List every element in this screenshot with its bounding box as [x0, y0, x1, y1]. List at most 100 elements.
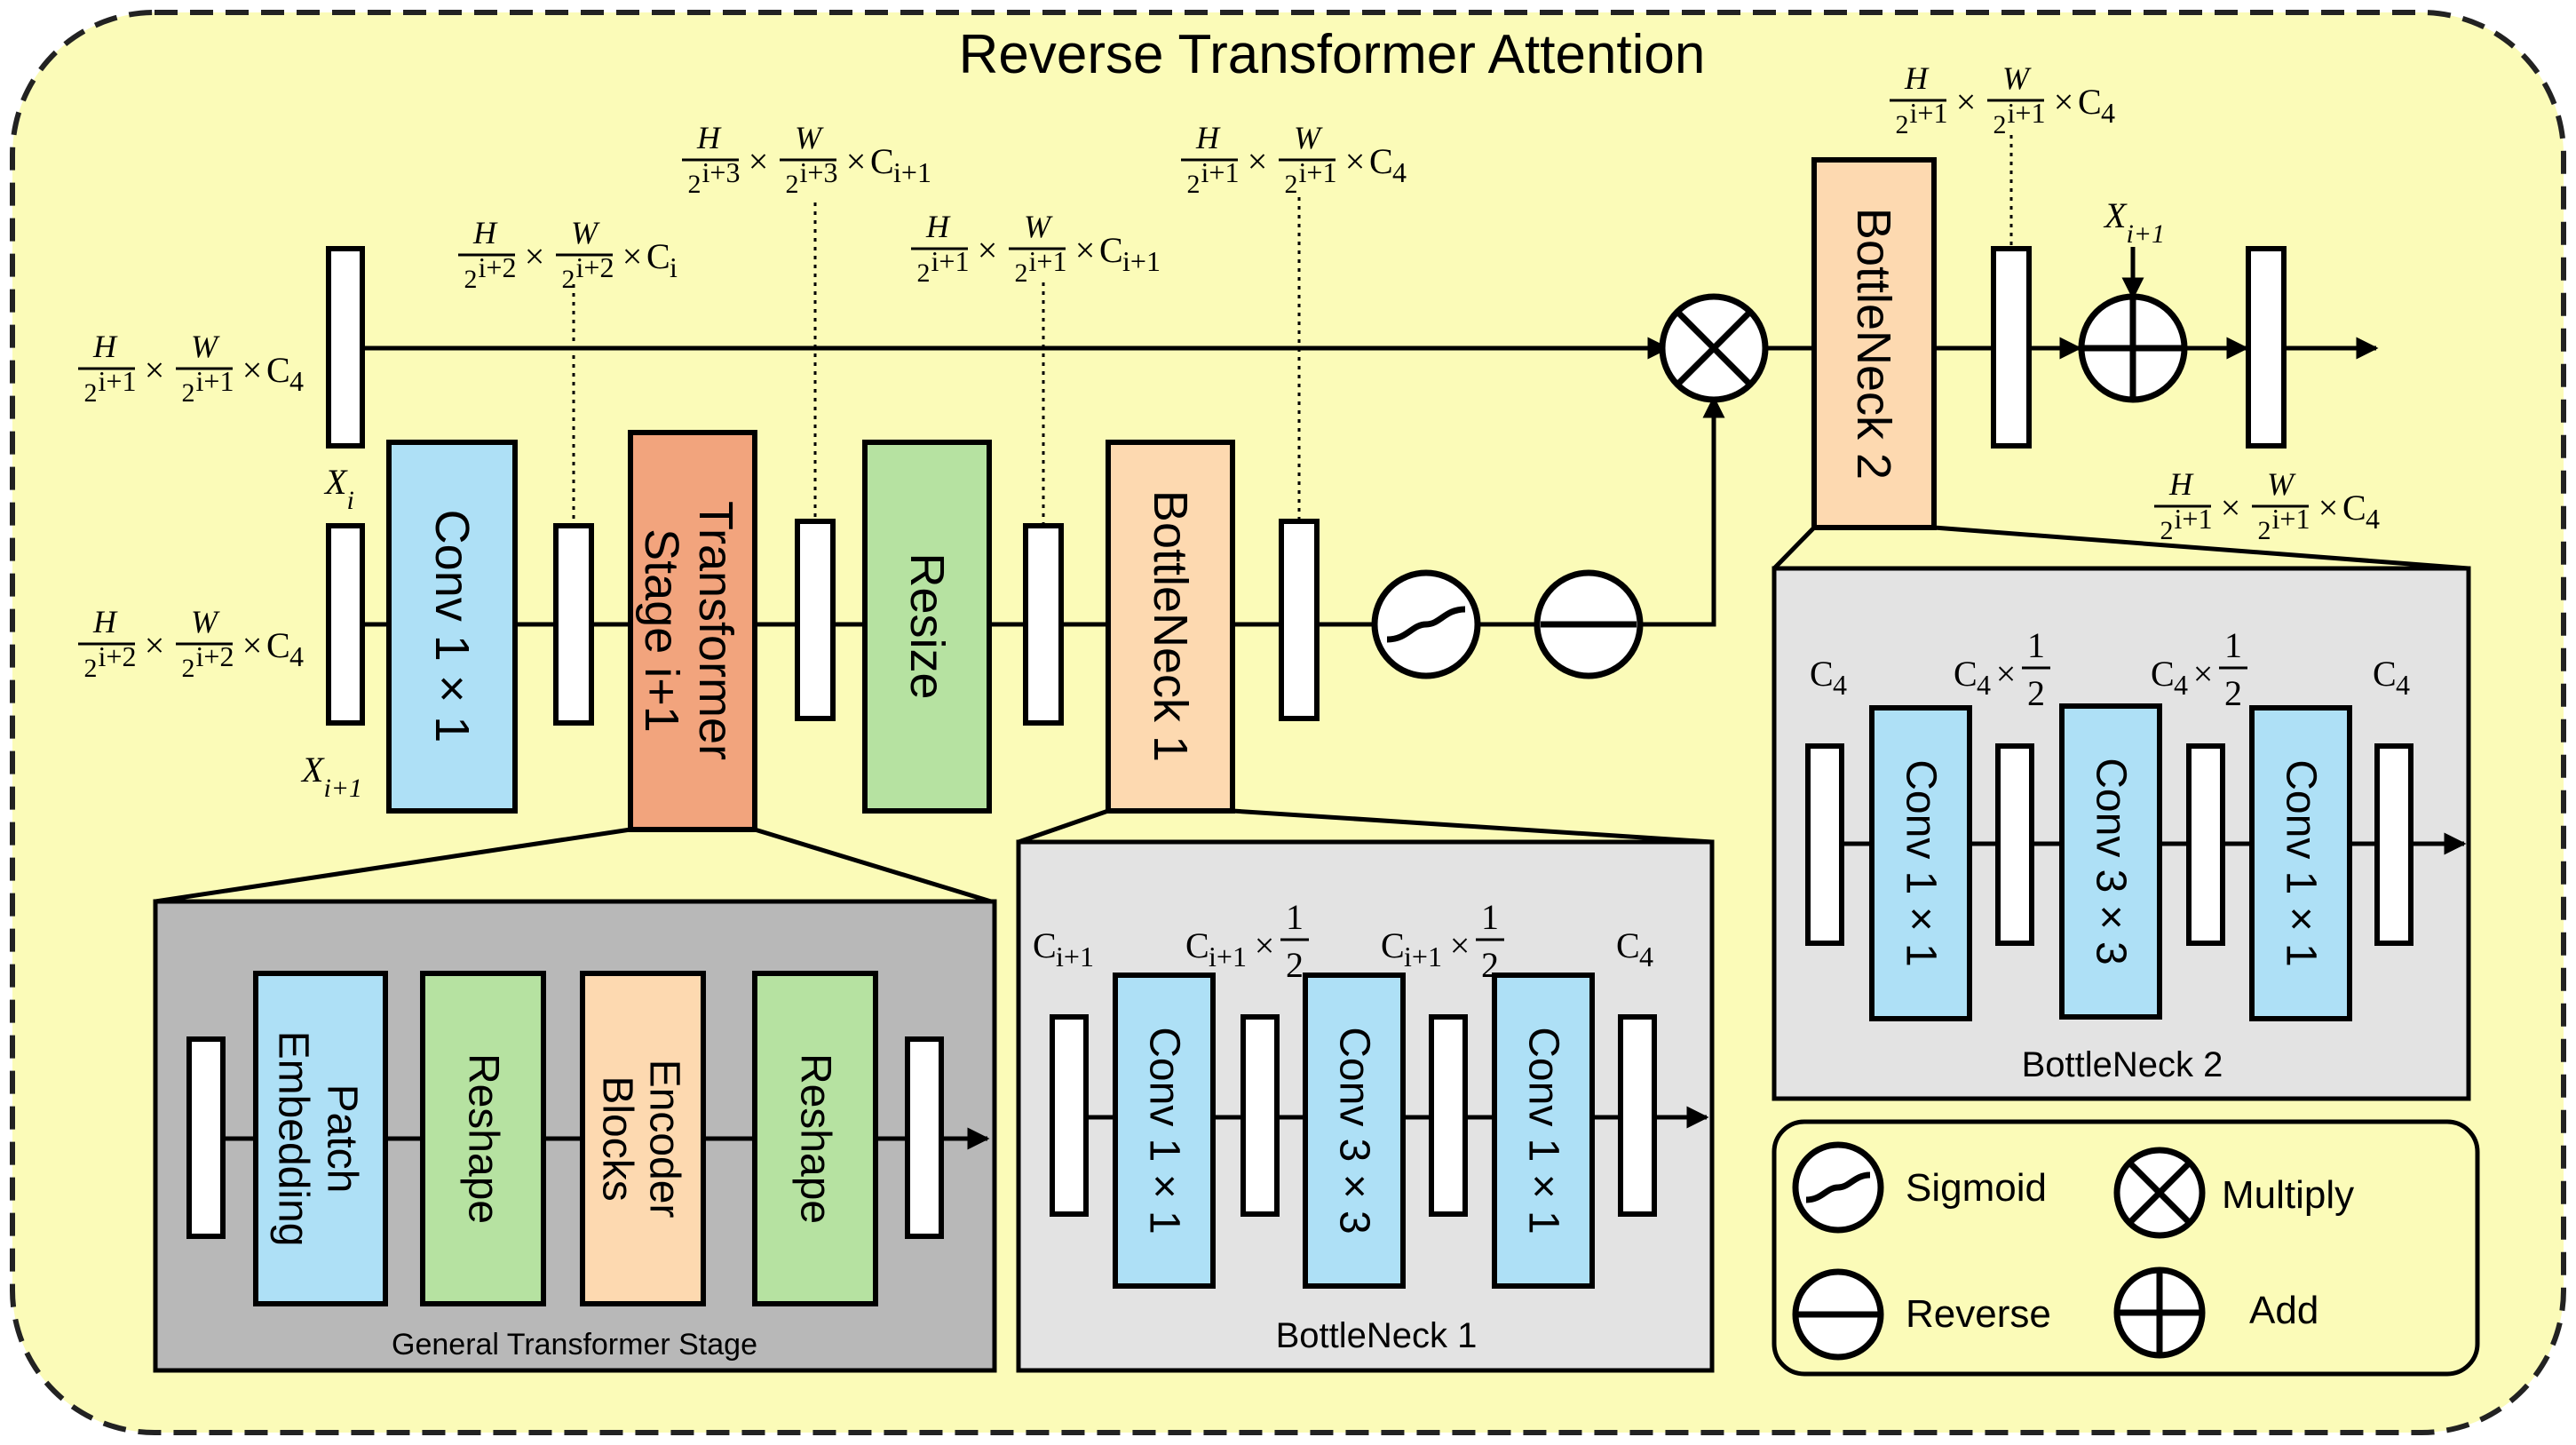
channel-den: 2 — [1481, 945, 1499, 985]
channel-den: 2 — [2224, 673, 2242, 713]
conv1x1-label: Conv 1 × 1 — [425, 510, 479, 743]
bottleneck1-label: BottleNeck 1 — [1144, 490, 1197, 762]
dim-w-exponent: i+1 — [2008, 97, 2046, 129]
sigmoid-icon — [1792, 1141, 1884, 1234]
bn1-conv-b-label: Conv 3 × 3 — [1331, 1027, 1378, 1234]
feature-map-xi — [326, 246, 365, 449]
dim-times-2: × — [1075, 230, 1096, 270]
channel-times: × — [1255, 925, 1275, 965]
dim-w-exponent: i+1 — [196, 365, 234, 397]
feature-map-after-bn1 — [1279, 519, 1320, 721]
dim-times-2: × — [242, 350, 263, 390]
resize-label: Resize — [900, 552, 954, 699]
dim-h-exponent: i+1 — [1201, 156, 1240, 188]
dim-channel: C — [2078, 82, 2102, 122]
dim-times-2: × — [2054, 82, 2074, 122]
dim-channel-sub: 4 — [289, 365, 304, 397]
dim-channel-sub: i+1 — [1122, 245, 1161, 277]
legend: Sigmoid Multiply Reverse Add — [1771, 1119, 2480, 1377]
gts-input-feature — [186, 1036, 226, 1239]
bn1-feature-1 — [1050, 1014, 1089, 1217]
bn2-feature-4 — [2374, 743, 2414, 946]
add-icon — [2113, 1266, 2206, 1359]
dim-times-2: × — [2318, 488, 2339, 528]
dim-h-exponent: i+2 — [479, 251, 517, 283]
bn2-conv-b — [2059, 703, 2162, 1020]
gts-caption: General Transformer Stage — [392, 1328, 757, 1362]
channel-den: 2 — [2027, 673, 2045, 713]
dim-times-1: × — [978, 230, 998, 270]
bn2-feature-2 — [1995, 743, 2034, 946]
bn1-feature-4 — [1618, 1014, 1657, 1217]
bottleneck1-block — [1106, 440, 1235, 814]
multiply-operator — [1659, 293, 1769, 403]
resize-block — [862, 440, 992, 814]
dim-h-numerator: H — [925, 209, 951, 244]
dim-channel: C — [266, 625, 290, 665]
gts-output-feature — [905, 1036, 944, 1239]
dim-channel: C — [870, 141, 894, 181]
channel-times: × — [2193, 654, 2214, 694]
legend-reverse-label: Reverse — [1906, 1292, 2051, 1336]
channel-sub: i+1 — [1404, 941, 1442, 973]
legend-multiply-label: Multiply — [2222, 1173, 2354, 1217]
dim-times-1: × — [525, 236, 545, 276]
dim-h-denominator: 2 — [1187, 170, 1201, 199]
dim-w-numerator: W — [191, 604, 220, 639]
dim-w-numerator: W — [2002, 60, 2032, 96]
channel-sub: 4 — [2396, 669, 2410, 701]
channel-sub: i+1 — [1209, 941, 1247, 973]
add-operator — [2078, 293, 2188, 403]
dim-w-denominator: 2 — [1285, 170, 1298, 199]
dim-h-denominator: 2 — [1896, 110, 1909, 139]
dim-times-1: × — [749, 141, 769, 181]
dim-h-denominator: 2 — [688, 170, 701, 199]
xadd-label: Xi+1 — [2103, 195, 2165, 249]
dim-h-denominator: 2 — [84, 654, 98, 683]
channel-c: C — [2151, 654, 2175, 694]
feature-map-after-bn2 — [1991, 246, 2032, 449]
transformer-zoom-left — [155, 827, 631, 904]
dim-w-numerator: W — [795, 120, 824, 155]
channel-times: × — [1450, 925, 1470, 965]
channel-sub: 4 — [1977, 669, 1991, 701]
reverse-operator — [1534, 569, 1644, 679]
feature-map-after-transformer — [795, 519, 836, 721]
bn2-zoom-left — [1772, 526, 1816, 570]
dim-h-exponent: i+2 — [99, 640, 137, 672]
transformer-stage-block — [628, 430, 757, 832]
xi-label: Xi — [323, 462, 354, 515]
patch-embedding-label-line1: Patch — [319, 1084, 366, 1194]
dim-channel-sub: i+1 — [893, 156, 931, 188]
dim-w-exponent: i+2 — [576, 251, 614, 283]
channel-c: C — [1381, 925, 1405, 965]
dim-h-denominator: 2 — [84, 378, 98, 408]
channel-num: 1 — [2027, 625, 2045, 665]
channel-sub: 4 — [1639, 941, 1653, 973]
dim-w-numerator: W — [1024, 209, 1053, 244]
channel-times: × — [1996, 654, 2017, 694]
bn1-conv-a — [1113, 973, 1216, 1289]
dim-channel-sub: i — [670, 251, 678, 283]
dim-h-exponent: i+1 — [2175, 503, 2213, 535]
dim-h-numerator: H — [92, 329, 118, 364]
dim-h-exponent: i+1 — [1910, 97, 1948, 129]
conv1x1-block — [386, 440, 518, 814]
dim-h-numerator: H — [1195, 120, 1221, 155]
dim-times-2: × — [242, 625, 263, 665]
dim-h-denominator: 2 — [2160, 516, 2174, 545]
bn2-zoom-right — [1933, 525, 2469, 571]
channel-c: C — [1954, 654, 1978, 694]
bn1-caption: BottleNeck 1 — [1276, 1316, 1478, 1355]
dim-h-numerator: H — [92, 604, 118, 639]
bn1-conv-b — [1303, 973, 1406, 1289]
